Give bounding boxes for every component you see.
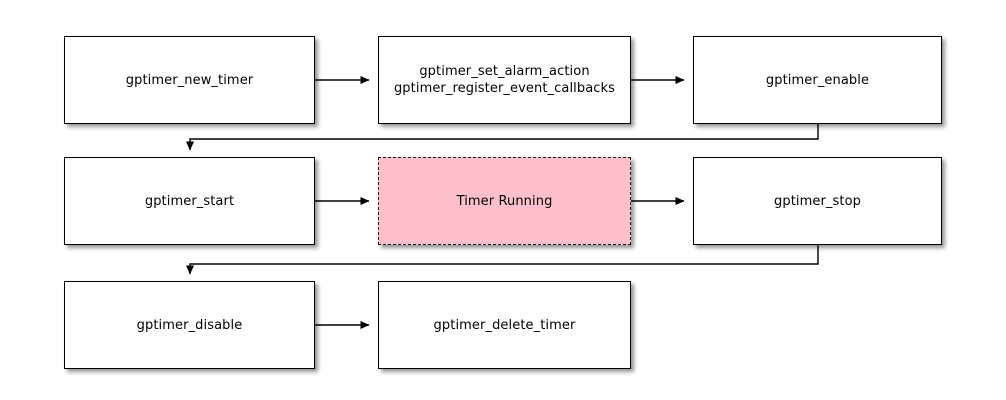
node-gptimer-start[interactable]: gptimer_start: [64, 157, 315, 245]
edge-stop-to-disable: [186, 245, 819, 275]
node-label: gptimer_start: [144, 193, 235, 209]
node-gptimer-new-timer[interactable]: gptimer_new_timer: [64, 36, 315, 124]
node-gptimer-stop[interactable]: gptimer_stop: [693, 157, 942, 245]
node-label: gptimer_delete_timer: [433, 317, 576, 333]
node-label: Timer Running: [456, 193, 553, 209]
node-gptimer-enable[interactable]: gptimer_enable: [693, 36, 942, 124]
node-label: gptimer_stop: [774, 193, 861, 209]
edge-enable-to-start: [186, 124, 819, 151]
node-timer-running[interactable]: Timer Running: [378, 157, 631, 245]
node-gptimer-set-alarm-action[interactable]: gptimer_set_alarm_action gptimer_registe…: [378, 36, 631, 124]
node-label: gptimer_enable: [765, 72, 870, 88]
node-label: gptimer_disable: [136, 317, 243, 333]
node-gptimer-delete-timer[interactable]: gptimer_delete_timer: [378, 281, 631, 369]
node-label: gptimer_new_timer: [125, 72, 254, 88]
node-gptimer-disable[interactable]: gptimer_disable: [64, 281, 315, 369]
node-label: gptimer_set_alarm_action gptimer_registe…: [393, 64, 616, 96]
